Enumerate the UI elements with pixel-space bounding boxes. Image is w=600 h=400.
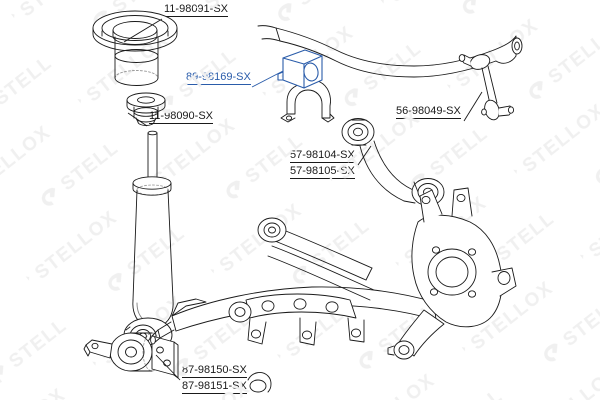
leader-57-98104-sx (357, 145, 372, 166)
leader-11-98091-sx (123, 18, 163, 43)
leader-89-98169-sx (251, 70, 284, 88)
leader-11-98090-sx (127, 112, 148, 127)
leader-56-98049-sx (463, 91, 483, 122)
leader-87-98150-sx (155, 354, 181, 381)
